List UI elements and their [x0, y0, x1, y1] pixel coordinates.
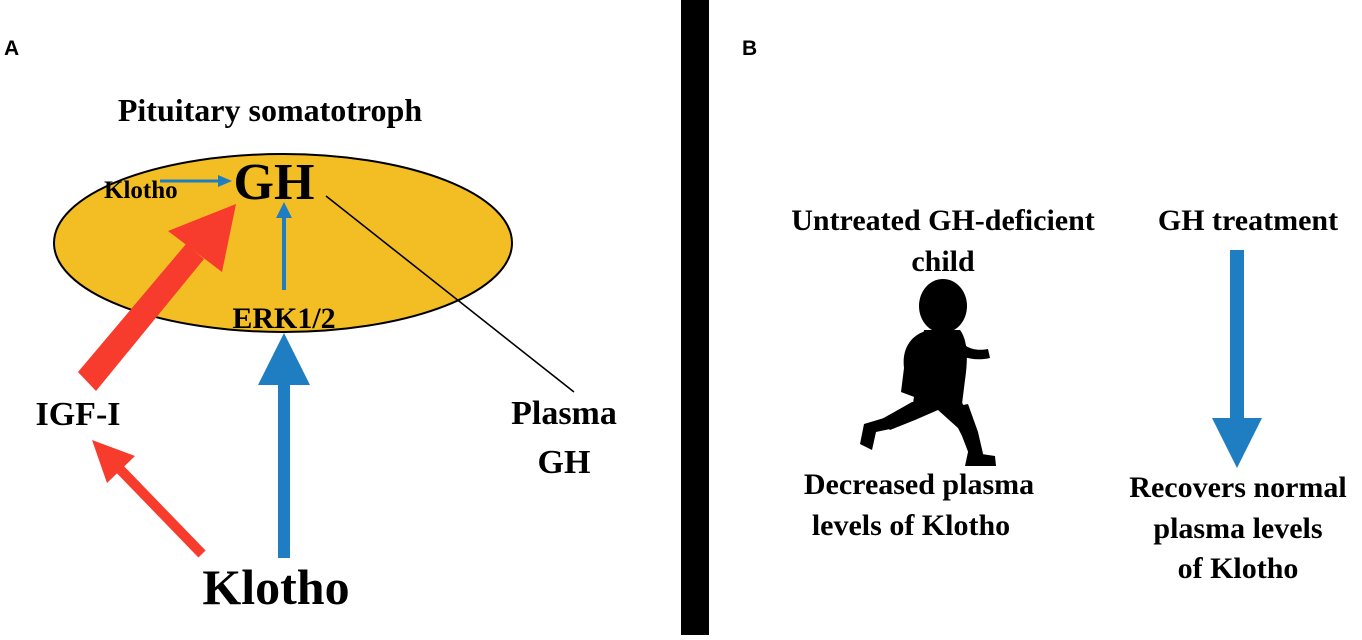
recovers-label-line3: of Klotho: [1178, 552, 1299, 585]
klotho-to-gh-arrow: [160, 175, 232, 187]
recovers-label-line2: plasma levels: [1153, 512, 1322, 545]
plasma-gh-label-line2: GH: [538, 444, 591, 481]
erk-label: ERK1/2: [232, 302, 335, 335]
panel-a-letter: A: [4, 37, 19, 60]
panel-divider: [681, 0, 709, 635]
untreated-label-line1: Untreated GH-deficient: [791, 204, 1095, 237]
untreated-label-line2: child: [911, 245, 975, 278]
somatotroph-title: Pituitary somatotroph: [118, 92, 422, 128]
erk-to-gh-arrow: [276, 202, 292, 290]
treatment-arrow: [1212, 250, 1262, 468]
panel-b: B Untreated GH-deficient child GH treatm…: [742, 37, 1347, 585]
klotho-to-erk-arrow: [258, 333, 310, 558]
klotho-big-label: Klotho: [202, 559, 349, 615]
recovers-label-line1: Recovers normal: [1129, 471, 1346, 504]
gh-release-line: [325, 195, 575, 393]
panel-b-letter: B: [742, 37, 757, 60]
gh-label: GH: [234, 154, 315, 211]
igf-to-gh-arrow: [78, 204, 236, 391]
igf-label: IGF-I: [36, 396, 121, 433]
plasma-gh-label-line1: Plasma: [511, 395, 617, 432]
treatment-label: GH treatment: [1158, 204, 1338, 237]
klotho-to-igf-arrow: [92, 440, 206, 558]
running-child-icon: [860, 279, 996, 466]
klotho-small-label: Klotho: [104, 177, 178, 204]
panel-a: A Pituitary somatotroph: [4, 37, 617, 615]
decreased-label-line1: Decreased plasma: [804, 468, 1034, 501]
decreased-label-line2: levels of Klotho: [812, 509, 1010, 542]
